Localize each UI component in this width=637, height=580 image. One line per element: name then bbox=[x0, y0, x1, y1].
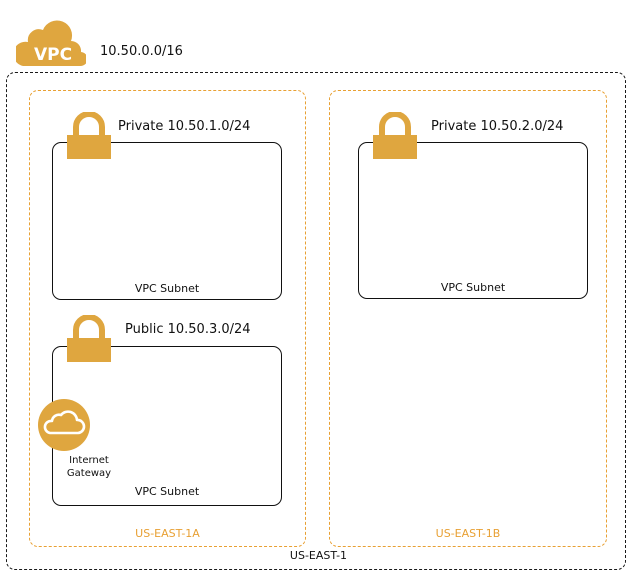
internet-gateway-label-line2: Gateway bbox=[66, 468, 112, 479]
subnet-private-2 bbox=[358, 142, 588, 299]
internet-gateway-cloud-icon bbox=[38, 399, 90, 451]
vpc-badge-text: VPC bbox=[34, 45, 72, 65]
subnet-title: Public 10.50.3.0/24 bbox=[125, 322, 251, 337]
subnet-title: Private 10.50.2.0/24 bbox=[431, 119, 564, 134]
lock-icon bbox=[67, 112, 111, 159]
subnet-caption: VPC Subnet bbox=[440, 281, 506, 294]
lock-icon bbox=[67, 315, 111, 362]
availability-zone-a bbox=[29, 90, 306, 547]
subnet-caption: VPC Subnet bbox=[134, 485, 200, 498]
vpc-cidr: 10.50.0.0/16 bbox=[100, 44, 183, 59]
subnet-private-1 bbox=[52, 142, 282, 300]
subnet-public bbox=[52, 346, 282, 506]
internet-gateway-label-line1: Internet bbox=[69, 455, 109, 466]
region-us-east-1 bbox=[6, 72, 626, 570]
region-label: US-EAST-1 bbox=[289, 549, 348, 562]
lock-icon bbox=[373, 112, 417, 159]
subnet-title: Private 10.50.1.0/24 bbox=[118, 119, 251, 134]
subnet-caption: VPC Subnet bbox=[134, 282, 200, 295]
internet-gateway-label: Internet Gateway bbox=[52, 454, 126, 480]
availability-zone-label: US-EAST-1A bbox=[135, 527, 200, 540]
availability-zone-label: US-EAST-1B bbox=[435, 527, 501, 540]
vpc-cloud-icon: VPC bbox=[16, 20, 86, 67]
availability-zone-b bbox=[329, 90, 607, 547]
